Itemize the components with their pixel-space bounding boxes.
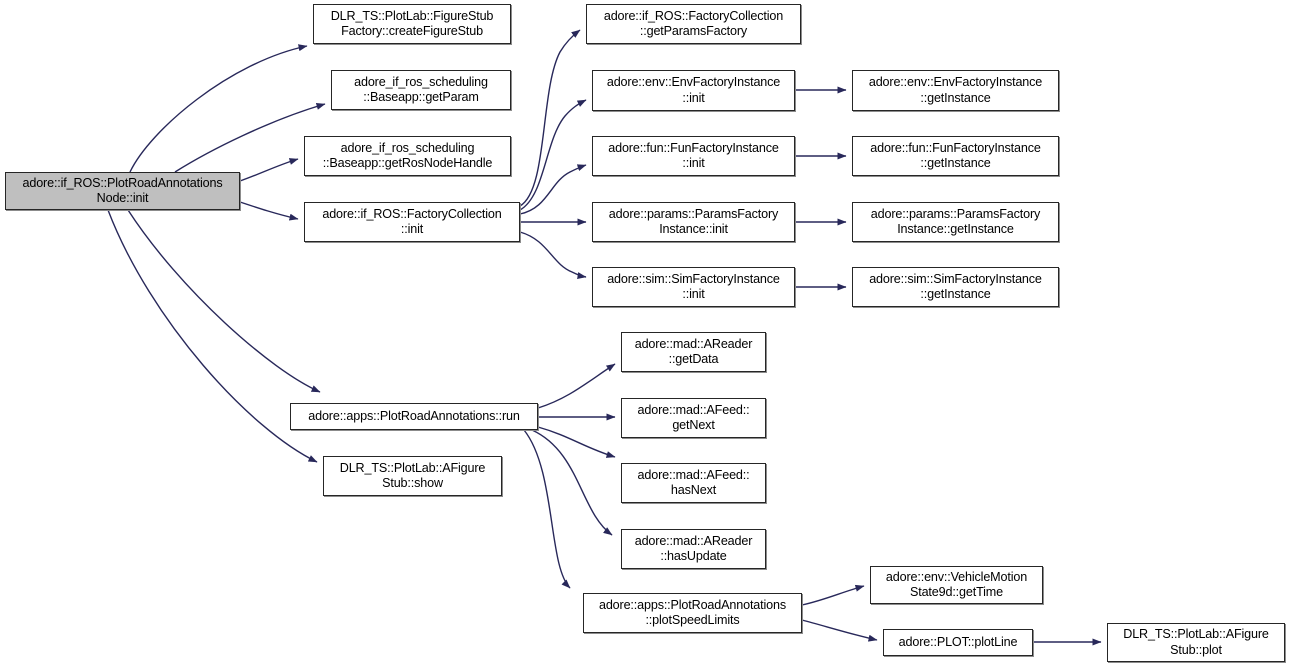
node-label-run: adore::apps::PlotRoadAnnotations::run: [308, 408, 520, 423]
node-label-paramsInit: adore::params::ParamsFactory Instance::i…: [608, 206, 779, 236]
call-graph-node-getRosNodeHandle[interactable]: adore_if_ros_scheduling ::Baseapp::getRo…: [304, 136, 511, 176]
node-label-simInit: adore::sim::SimFactoryInstance ::init: [607, 271, 780, 301]
call-graph-node-getTime[interactable]: adore::env::VehicleMotion State9d::getTi…: [870, 566, 1043, 604]
node-label-getRosNodeHandle: adore_if_ros_scheduling ::Baseapp::getRo…: [322, 140, 493, 170]
call-graph-node-show[interactable]: DLR_TS::PlotLab::AFigure Stub::show: [323, 456, 502, 496]
call-graph-node-paramsInit[interactable]: adore::params::ParamsFactory Instance::i…: [592, 202, 795, 242]
call-edge-run-to-getData: [537, 363, 616, 409]
node-label-funGetInstance: adore::fun::FunFactoryInstance ::getInst…: [870, 140, 1041, 170]
node-label-figPlot: DLR_TS::PlotLab::AFigure Stub::plot: [1123, 627, 1269, 657]
call-graph-node-root[interactable]: adore::if_ROS::PlotRoadAnnotations Node:…: [5, 172, 240, 210]
call-edge-root-to-getRosNodeHandle: [239, 158, 299, 182]
call-graph-node-getData[interactable]: adore::mad::AReader ::getData: [621, 332, 766, 372]
node-label-root: adore::if_ROS::PlotRoadAnnotations Node:…: [22, 175, 223, 205]
call-graph-node-getParam[interactable]: adore_if_ros_scheduling ::Baseapp::getPa…: [331, 70, 511, 110]
call-edge-factoryCollectionInit-to-envInit: [519, 99, 587, 211]
call-edge-root-to-createFigureStub: [129, 44, 308, 173]
call-edge-root-to-show: [107, 209, 318, 463]
call-edge-factoryCollectionInit-to-funInit: [519, 164, 587, 215]
node-label-getParam: adore_if_ros_scheduling ::Baseapp::getPa…: [354, 74, 488, 104]
call-graph-node-envInit[interactable]: adore::env::EnvFactoryInstance ::init: [592, 70, 795, 111]
node-label-envInit: adore::env::EnvFactoryInstance ::init: [606, 75, 781, 105]
node-label-hasUpdate: adore::mad::AReader ::hasUpdate: [634, 533, 753, 563]
call-graph-node-funGetInstance[interactable]: adore::fun::FunFactoryInstance ::getInst…: [852, 136, 1059, 176]
node-label-simGetInstance: adore::sim::SimFactoryInstance ::getInst…: [869, 271, 1042, 301]
call-graph-node-figPlot[interactable]: DLR_TS::PlotLab::AFigure Stub::plot: [1107, 623, 1285, 662]
node-label-getNext: adore::mad::AFeed:: getNext: [637, 402, 750, 432]
call-graph-node-hasNext[interactable]: adore::mad::AFeed:: hasNext: [621, 463, 766, 503]
call-graph-node-plotLine[interactable]: adore::PLOT::plotLine: [883, 629, 1033, 656]
call-graph-node-envGetInstance[interactable]: adore::env::EnvFactoryInstance ::getInst…: [852, 70, 1059, 111]
call-edge-run-to-hasUpdate: [531, 429, 613, 536]
call-edge-factoryCollectionInit-to-simInit: [519, 231, 587, 280]
node-label-plotLine: adore::PLOT::plotLine: [898, 634, 1018, 649]
call-graph-node-paramsGetInstance[interactable]: adore::params::ParamsFactory Instance::g…: [852, 202, 1059, 242]
call-edge-run-to-plotSpeedLimits: [523, 429, 571, 589]
node-label-hasNext: adore::mad::AFeed:: hasNext: [637, 467, 750, 497]
call-graph-node-simGetInstance[interactable]: adore::sim::SimFactoryInstance ::getInst…: [852, 267, 1059, 307]
call-graph-node-getParamsFactory[interactable]: adore::if_ROS::FactoryCollection ::getPa…: [586, 4, 801, 44]
node-label-factoryCollectionInit: adore::if_ROS::FactoryCollection ::init: [322, 206, 502, 236]
node-label-funInit: adore::fun::FunFactoryInstance ::init: [608, 140, 779, 170]
call-graph-node-plotSpeedLimits[interactable]: adore::apps::PlotRoadAnnotations ::plotS…: [583, 593, 802, 633]
call-graph-node-hasUpdate[interactable]: adore::mad::AReader ::hasUpdate: [621, 529, 766, 569]
call-edge-plotSpeedLimits-to-plotLine: [801, 619, 878, 642]
node-label-getParamsFactory: adore::if_ROS::FactoryCollection ::getPa…: [603, 8, 784, 38]
node-label-getTime: adore::env::VehicleMotion State9d::getTi…: [885, 569, 1028, 599]
call-graph-node-factoryCollectionInit[interactable]: adore::if_ROS::FactoryCollection ::init: [304, 202, 520, 242]
call-graph-node-funInit[interactable]: adore::fun::FunFactoryInstance ::init: [592, 136, 795, 176]
node-label-createFigureStub: DLR_TS::PlotLab::FigureStub Factory::cre…: [330, 8, 494, 38]
call-edge-run-to-hasNext: [537, 426, 616, 458]
call-edge-root-to-factoryCollectionInit: [239, 201, 299, 221]
call-graph-node-simInit[interactable]: adore::sim::SimFactoryInstance ::init: [592, 267, 795, 307]
call-graph-node-createFigureStub[interactable]: DLR_TS::PlotLab::FigureStub Factory::cre…: [313, 4, 511, 44]
call-graph-node-run[interactable]: adore::apps::PlotRoadAnnotations::run: [290, 403, 538, 430]
node-label-envGetInstance: adore::env::EnvFactoryInstance ::getInst…: [868, 75, 1043, 105]
node-label-getData: adore::mad::AReader ::getData: [634, 336, 753, 366]
call-edge-factoryCollectionInit-to-getParamsFactory: [519, 29, 581, 207]
node-label-show: DLR_TS::PlotLab::AFigure Stub::show: [339, 460, 486, 490]
call-edge-root-to-run: [127, 209, 321, 393]
call-graph-node-getNext[interactable]: adore::mad::AFeed:: getNext: [621, 398, 766, 438]
node-label-paramsGetInstance: adore::params::ParamsFactory Instance::g…: [870, 206, 1041, 236]
node-label-plotSpeedLimits: adore::apps::PlotRoadAnnotations ::plotS…: [598, 597, 787, 627]
call-edge-root-to-getParam: [174, 103, 326, 173]
call-edge-plotSpeedLimits-to-getTime: [801, 584, 865, 606]
